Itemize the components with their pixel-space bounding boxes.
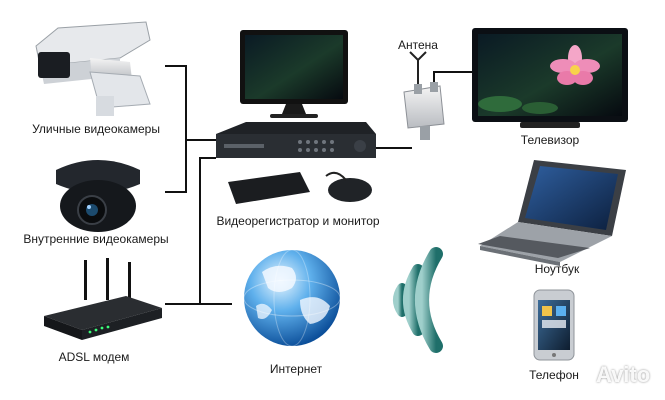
dvr-monitor-icon (216, 30, 376, 204)
laptop-label: Ноутбук (534, 262, 580, 276)
antenna-label: Антена (398, 38, 438, 52)
tv-icon (472, 28, 628, 128)
line-modem-to-dvr (165, 157, 216, 305)
wifi-signal-icon (393, 247, 443, 353)
dome-camera-icon (56, 160, 140, 232)
smartphone-icon (533, 289, 575, 361)
antenna-icon (403, 51, 445, 140)
line-street-camera (165, 65, 187, 193)
avito-watermark: Avito (596, 362, 651, 387)
internet-label: Интернет (269, 362, 323, 376)
tv-label: Телевизор (520, 133, 580, 147)
adsl-modem-label: ADSL модем (58, 350, 130, 364)
phone-label: Телефон (529, 368, 579, 382)
laptop-icon (478, 160, 626, 266)
dvr-monitor-label: Видеорегистратор и монитор (216, 214, 380, 228)
street-cameras-label: Уличные видеокамеры (32, 122, 160, 136)
outdoor-camera-icon (35, 21, 151, 116)
globe-icon (243, 249, 341, 347)
router-icon (44, 258, 162, 340)
indoor-cameras-label: Внутренние видеокамеры (23, 232, 169, 246)
